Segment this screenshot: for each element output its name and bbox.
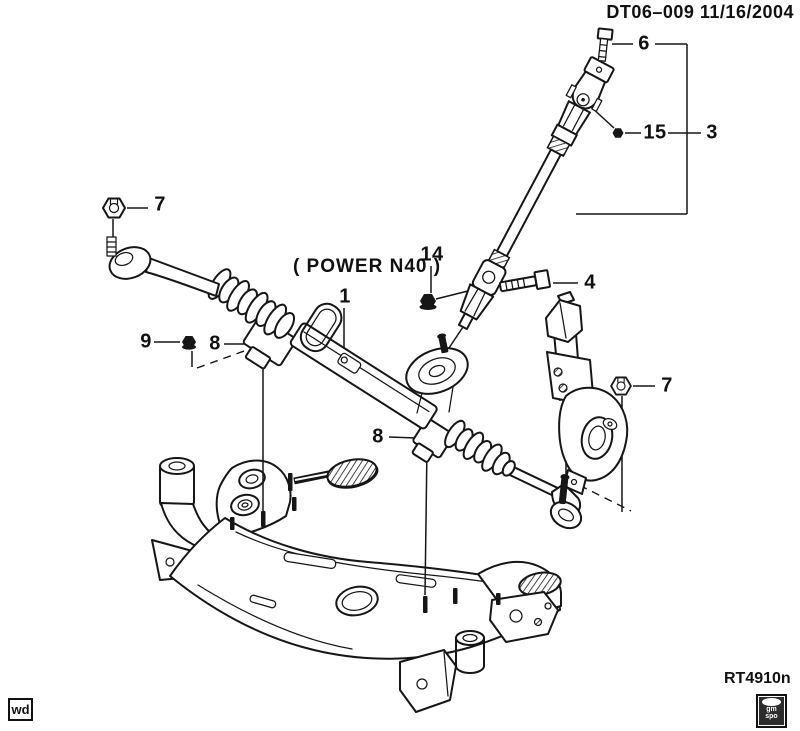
gm-spo-logo-text-1: gm [766, 706, 777, 713]
gm-spo-logo: gm spo [756, 694, 787, 728]
callout-15: 15 [643, 121, 667, 144]
coupling-nut [612, 128, 624, 138]
gm-spo-logo-oval-icon [762, 698, 781, 706]
callout-8-right: 8 [372, 425, 384, 448]
drawing-number: RT4910n [724, 670, 791, 687]
callout-1: 1 [339, 285, 351, 308]
callout-7-right: 7 [661, 374, 673, 397]
fastener-mount-nut [182, 336, 196, 350]
wd-view-code-box: wd [8, 698, 33, 721]
fastener-castle-nut-right [610, 376, 632, 396]
steering-knuckle-drawing [545, 291, 629, 495]
fastener-castle-nut-left [102, 197, 126, 219]
intermediate-shaft-drawing [419, 27, 624, 331]
steering-gear-drawing [106, 236, 583, 530]
assembly-dash-lines [196, 345, 632, 512]
lower-coupling-nut [419, 294, 437, 310]
callout-14: 14 [420, 243, 444, 266]
upper-bolt [596, 27, 614, 62]
callout-6: 6 [638, 32, 650, 55]
gm-spo-logo-inner: gm spo [759, 697, 784, 725]
callout-7-left: 7 [154, 193, 166, 216]
wd-view-code: wd [11, 702, 30, 717]
document-code-date: DT06–009 11/16/2004 [606, 2, 794, 22]
pinch-bolt [498, 269, 551, 293]
callout-3: 3 [706, 121, 718, 144]
callout-9: 9 [140, 330, 152, 353]
variant-note: ( POWER N40 ) [292, 256, 442, 277]
callout-4: 4 [584, 271, 596, 294]
callout-8-left: 8 [209, 332, 221, 355]
callout-leader-lines [112, 43, 701, 596]
subframe-crossmember-drawing [151, 457, 562, 713]
gm-spo-logo-text-2: spo [765, 713, 778, 720]
